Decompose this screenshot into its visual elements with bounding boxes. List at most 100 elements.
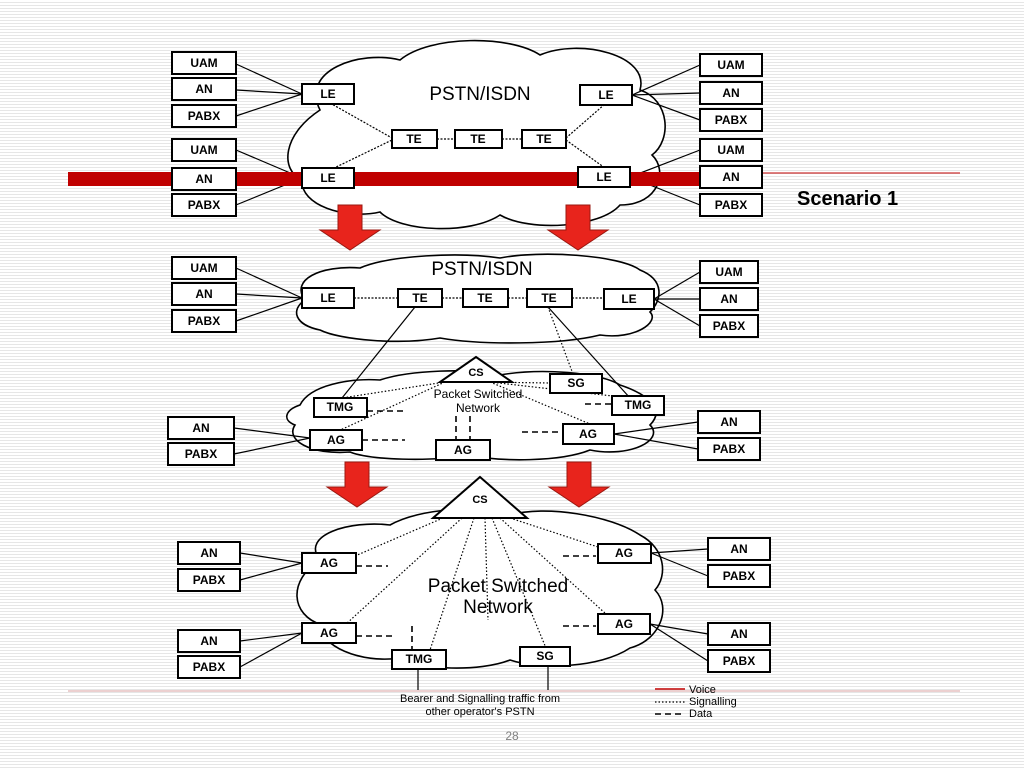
le-box: LE bbox=[579, 84, 633, 106]
svg-text:AG: AG bbox=[615, 617, 633, 631]
ag-box: AG bbox=[301, 552, 357, 574]
le-box: LE bbox=[301, 83, 355, 105]
svg-text:AN: AN bbox=[200, 546, 217, 560]
down-arrow-icon bbox=[546, 204, 610, 251]
pabx-box: PABX bbox=[699, 193, 763, 217]
svg-text:UAM: UAM bbox=[715, 265, 742, 279]
svg-text:TE: TE bbox=[406, 132, 421, 146]
an-box: AN bbox=[699, 287, 759, 311]
uam-box: UAM bbox=[699, 260, 759, 284]
svg-text:AG: AG bbox=[320, 626, 338, 640]
caption-line-1: Bearer and Signalling traffic from bbox=[400, 693, 560, 705]
an-box: AN bbox=[699, 165, 763, 189]
svg-text:TE: TE bbox=[412, 291, 427, 305]
svg-text:LE: LE bbox=[598, 88, 613, 102]
svg-text:PABX: PABX bbox=[715, 113, 747, 127]
svg-text:PABX: PABX bbox=[188, 109, 220, 123]
svg-text:TE: TE bbox=[536, 132, 551, 146]
svg-text:TE: TE bbox=[470, 132, 485, 146]
svg-text:LE: LE bbox=[596, 170, 611, 184]
svg-text:PABX: PABX bbox=[723, 569, 755, 583]
svg-text:PABX: PABX bbox=[188, 198, 220, 212]
uam-box: UAM bbox=[171, 256, 237, 280]
le-box: LE bbox=[301, 287, 355, 309]
svg-text:AG: AG bbox=[454, 443, 472, 457]
svg-text:TE: TE bbox=[477, 291, 492, 305]
le-box: LE bbox=[301, 167, 355, 189]
down-arrow-icon bbox=[325, 461, 389, 508]
pabx-box: PABX bbox=[171, 309, 237, 333]
pabx-box: PABX bbox=[707, 649, 771, 673]
svg-text:LE: LE bbox=[320, 291, 335, 305]
tmg-box: TMG bbox=[611, 395, 665, 416]
svg-text:TMG: TMG bbox=[327, 400, 354, 414]
svg-text:AG: AG bbox=[579, 427, 597, 441]
te-box: TE bbox=[454, 129, 503, 149]
svg-text:SG: SG bbox=[536, 649, 553, 663]
svg-text:PABX: PABX bbox=[193, 660, 225, 674]
svg-text:AG: AG bbox=[320, 556, 338, 570]
svg-text:UAM: UAM bbox=[190, 56, 217, 70]
svg-text:UAM: UAM bbox=[190, 261, 217, 275]
te-box: TE bbox=[391, 129, 438, 149]
down-arrow-icon bbox=[547, 461, 611, 508]
te-box: TE bbox=[462, 288, 509, 308]
sg-box: SG bbox=[519, 646, 571, 667]
svg-text:AN: AN bbox=[720, 292, 737, 306]
ag-box: AG bbox=[597, 613, 651, 635]
svg-text:PABX: PABX bbox=[188, 314, 220, 328]
an-box: AN bbox=[697, 410, 761, 434]
svg-text:LE: LE bbox=[320, 87, 335, 101]
svg-text:PABX: PABX bbox=[713, 442, 745, 456]
panel-2: PSTN/ISDN Packet Switched Network bbox=[167, 253, 761, 466]
svg-text:AN: AN bbox=[722, 170, 739, 184]
legend-voice: Voice bbox=[689, 684, 716, 696]
cs-triangle bbox=[436, 355, 516, 383]
uam-box: UAM bbox=[699, 53, 763, 77]
an-box: AN bbox=[699, 81, 763, 105]
pabx-box: PABX bbox=[707, 564, 771, 588]
an-box: AN bbox=[171, 282, 237, 306]
pabx-box: PABX bbox=[171, 104, 237, 128]
svg-text:AN: AN bbox=[195, 172, 212, 186]
page-number: 28 bbox=[505, 729, 519, 743]
scenario-label: Scenario 1 bbox=[797, 188, 898, 210]
svg-text:TE: TE bbox=[541, 291, 556, 305]
legend: Voice Signalling Data bbox=[655, 684, 737, 720]
uam-box: UAM bbox=[171, 51, 237, 75]
legend-signalling: Signalling bbox=[689, 696, 737, 708]
pabx-box: PABX bbox=[177, 655, 241, 679]
panel-3: Packet Switched Network CS AN PABX AG AN… bbox=[177, 475, 771, 690]
an-box: AN bbox=[177, 629, 241, 653]
uam-box: UAM bbox=[699, 138, 763, 162]
svg-text:AG: AG bbox=[615, 546, 633, 560]
psn-title-3b: Network bbox=[463, 597, 533, 618]
cs-label: CS bbox=[468, 367, 483, 379]
svg-text:LE: LE bbox=[621, 292, 636, 306]
tmg-box: TMG bbox=[391, 649, 447, 670]
uam-box: UAM bbox=[171, 138, 237, 162]
an-box: AN bbox=[707, 622, 771, 646]
te-box: TE bbox=[521, 129, 567, 149]
svg-text:AN: AN bbox=[730, 542, 747, 556]
svg-text:AN: AN bbox=[722, 86, 739, 100]
te-box: TE bbox=[397, 288, 443, 308]
svg-text:PABX: PABX bbox=[723, 654, 755, 668]
svg-text:PABX: PABX bbox=[193, 573, 225, 587]
svg-text:LE: LE bbox=[320, 171, 335, 185]
svg-text:UAM: UAM bbox=[717, 58, 744, 72]
pabx-box: PABX bbox=[699, 314, 759, 338]
ag-box: AG bbox=[435, 439, 491, 461]
pabx-box: PABX bbox=[697, 437, 761, 461]
an-box: AN bbox=[171, 77, 237, 101]
svg-text:TMG: TMG bbox=[406, 652, 433, 666]
down-arrow-icon bbox=[318, 204, 382, 251]
an-box: AN bbox=[171, 167, 237, 191]
ag-box: AG bbox=[301, 622, 357, 644]
cs-triangle bbox=[430, 475, 530, 519]
ag-box: AG bbox=[309, 429, 363, 451]
cs-label: CS bbox=[472, 494, 487, 506]
caption-line-2: other operator's PSTN bbox=[425, 706, 534, 718]
tmg-box: TMG bbox=[313, 397, 368, 418]
